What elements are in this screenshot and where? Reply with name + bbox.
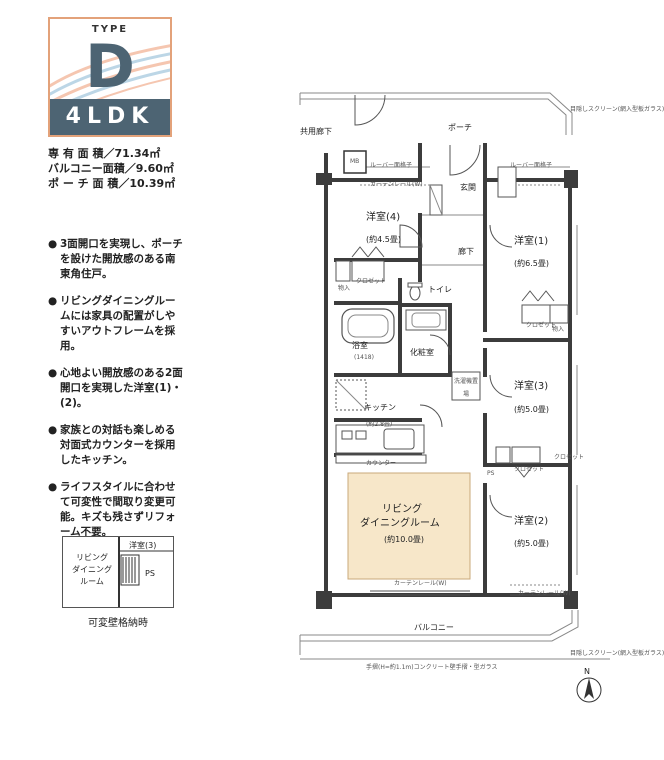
porch-label: ポーチ bbox=[448, 123, 472, 132]
area-label: 専 有 面 積／ bbox=[48, 147, 115, 160]
mini-living-label-3: ルーム bbox=[80, 577, 104, 586]
closet-label-w2: クロゼット bbox=[554, 454, 585, 461]
living-label-2: ダイニングルーム bbox=[360, 518, 440, 529]
western4-label: 洋室(4) bbox=[366, 212, 401, 223]
type-label: TYPE bbox=[91, 24, 129, 35]
north-compass: N bbox=[574, 665, 604, 705]
western1-size: (約6.5畳) bbox=[514, 259, 549, 268]
area-value: 9.60㎡ bbox=[135, 162, 174, 175]
mini-living-label-2: ダイニング bbox=[72, 565, 112, 574]
washer-label: 洗濯機置場 bbox=[453, 378, 478, 398]
living-label-1: リビング bbox=[382, 504, 422, 515]
kitchen-label: キッチン bbox=[364, 403, 396, 412]
screen-note-bottom: 目隠しスクリーン(網入型板ガラス) bbox=[570, 650, 664, 657]
storage-label-left: 物入 bbox=[338, 285, 351, 292]
feature-item: 3面開口を実現し、ポーチを設けた開放感のある南東角住戸。 bbox=[48, 237, 184, 282]
type-badge: TYPE D 4LDK bbox=[48, 17, 172, 137]
north-label: N bbox=[584, 667, 590, 676]
bath-label: 浴室 bbox=[352, 341, 368, 350]
closet-label-w4: クロゼット bbox=[356, 278, 387, 285]
western3-size: (約5.0畳) bbox=[514, 405, 549, 414]
area-row-exclusive: 専 有 面 積／71.34㎡ bbox=[48, 146, 175, 161]
western3-label: 洋室(3) bbox=[514, 381, 549, 392]
movable-wall-diagram: 洋室(3) リビング ダイニング ルーム PS bbox=[62, 536, 174, 608]
closet-label-w1: クロゼット bbox=[526, 322, 557, 329]
floor-plan: 共用廊下 ポーチ MB ルーバー面格子 ルーバー面格子 カーテンレール(W) 玄… bbox=[280, 75, 664, 675]
shared-corridor-label: 共用廊下 bbox=[300, 127, 332, 136]
closet-label-w3: クロゼット bbox=[514, 466, 545, 473]
floor-plan-drawing bbox=[299, 92, 610, 660]
area-row-balcony: バルコニー面積／9.60㎡ bbox=[48, 161, 175, 176]
area-label: ポ ー チ 面 積／ bbox=[48, 177, 130, 190]
area-list: 専 有 面 積／71.34㎡ バルコニー面積／9.60㎡ ポ ー チ 面 積／1… bbox=[48, 146, 175, 191]
toilet-label: トイレ bbox=[428, 285, 452, 294]
mini-room-label: 洋室(3) bbox=[129, 541, 157, 550]
area-value: 10.39㎡ bbox=[129, 177, 176, 190]
mini-ps-label: PS bbox=[145, 569, 155, 578]
mini-living-label-1: リビング bbox=[76, 553, 108, 562]
feature-list: 3面開口を実現し、ポーチを設けた開放感のある南東角住戸。 リビングダイニングルー… bbox=[48, 237, 184, 552]
entrance-label: 玄関 bbox=[460, 183, 476, 192]
feature-item: 家族との対話も楽しめる対面式カウンターを採用したキッチン。 bbox=[48, 423, 184, 468]
western2-label: 洋室(2) bbox=[514, 516, 549, 527]
feature-item: ライフスタイルに合わせて可変性で間取り変更可能。キズも残さずリフォーム不要。 bbox=[48, 480, 184, 540]
kitchen-size: (約2.8畳) bbox=[366, 421, 393, 428]
area-row-porch: ポ ー チ 面 積／10.39㎡ bbox=[48, 176, 175, 191]
living-size: (約10.0畳) bbox=[384, 535, 425, 544]
screen-note-top: 目隠しスクリーン(網入型板ガラス) bbox=[570, 106, 664, 113]
western2-size: (約5.0畳) bbox=[514, 539, 549, 548]
feature-item: リビングダイニングルームには家具の配置がしやすいアウトフレームを採用。 bbox=[48, 294, 184, 354]
railing-note: 手摺(H=約1.1m)コンクリート壁手摺・型ガラス bbox=[366, 664, 498, 671]
area-value: 71.34㎡ bbox=[114, 147, 161, 160]
feature-item: 心地よい開放感のある2面開口を実現した洋室(1)・(2)。 bbox=[48, 366, 184, 411]
western4-size: (約4.5畳) bbox=[366, 235, 401, 244]
louver-label-left: ルーバー面格子 bbox=[370, 162, 412, 169]
western1-label: 洋室(1) bbox=[514, 236, 549, 247]
storage-label-right: 物入 bbox=[552, 326, 565, 333]
bath-size: (1418) bbox=[354, 354, 374, 361]
north-arrow-icon bbox=[576, 677, 602, 703]
ps-label: PS bbox=[487, 470, 495, 477]
counter-label: カウンター bbox=[366, 460, 397, 467]
curtain-rail-label: カーテンレール(W) bbox=[370, 181, 423, 188]
mini-caption: 可変壁格納時 bbox=[88, 618, 148, 629]
type-letter: D bbox=[85, 32, 135, 102]
mb-label: MB bbox=[350, 158, 360, 165]
plan-type: 4LDK bbox=[50, 99, 170, 135]
balcony-label: バルコニー bbox=[414, 623, 454, 632]
area-label: バルコニー面積／ bbox=[48, 162, 136, 175]
curtain-rail-w2: カーテンレール(W) bbox=[518, 590, 571, 597]
wave-decoration-icon bbox=[50, 44, 170, 103]
mini-plan-lines-icon bbox=[118, 537, 173, 607]
hall-label: 廊下 bbox=[458, 247, 474, 256]
powder-label: 化粧室 bbox=[410, 348, 434, 357]
curtain-rail-living: カーテンレール(W) bbox=[394, 580, 447, 587]
louver-label-right: ルーバー面格子 bbox=[510, 162, 552, 169]
